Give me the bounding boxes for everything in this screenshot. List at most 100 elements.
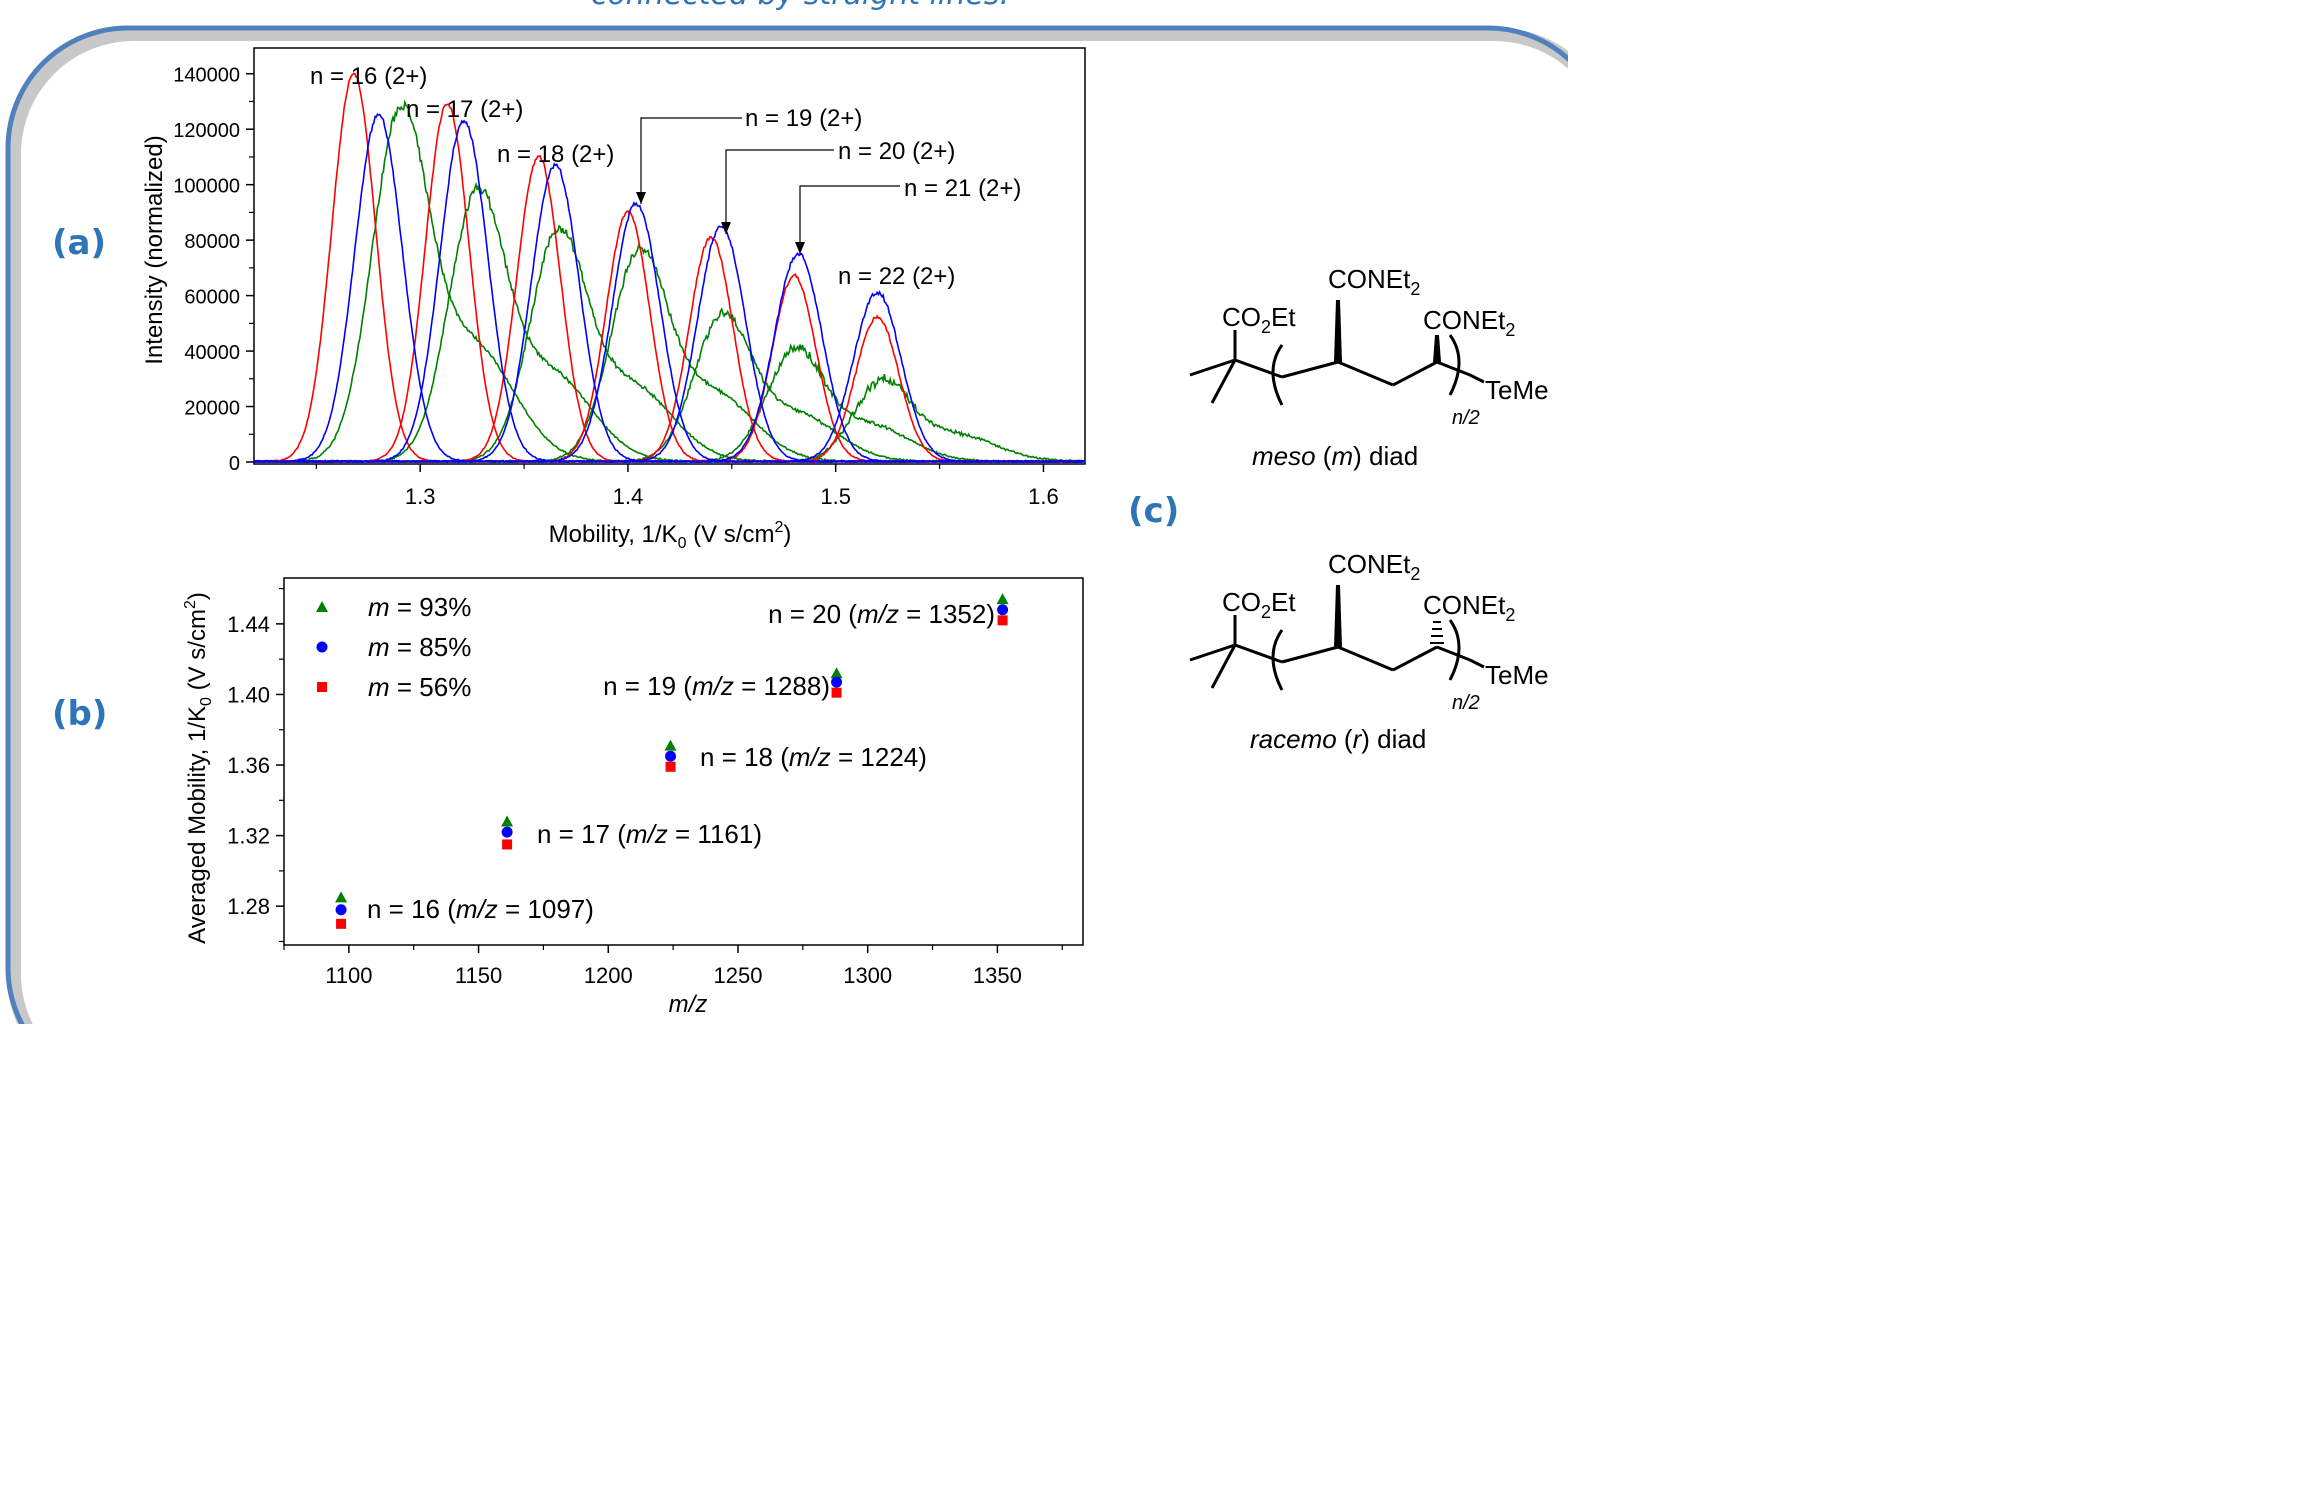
racemo-end-group: TeMe xyxy=(1485,660,1549,690)
chart-a-y-tick-label: 40000 xyxy=(184,342,240,364)
chart-b-x-tick-label: 1200 xyxy=(584,963,633,988)
meso-diad-label: meso (m) diad xyxy=(1252,441,1418,471)
chart-a-y-axis-label: Intensity (normalized) xyxy=(141,135,168,364)
chart-b-point-circle xyxy=(501,826,513,838)
caption-fragment: connected by straight lines. xyxy=(591,0,1009,12)
chart-b-point-square xyxy=(997,615,1008,626)
chart-a-arrow-head xyxy=(721,222,731,234)
chart-b-point-circle xyxy=(997,604,1009,616)
chart-b-legend-marker-square xyxy=(317,682,327,692)
chart-a-trace-blue-n16 xyxy=(253,113,1086,464)
chart-b-x-tick-label: 1300 xyxy=(843,963,892,988)
chart-a-label-arrow xyxy=(725,149,834,234)
chart-b-point-annotation: n = 18 (m/z = 1224) xyxy=(700,742,927,772)
chart-b-x-axis-label: m/z xyxy=(669,991,708,1018)
chart-a-trace-red-n20 xyxy=(253,235,1086,463)
chart-b-y-tick-label: 1.44 xyxy=(227,612,270,637)
racemo-side-left: CO2Et xyxy=(1222,587,1296,622)
chart-a-x-tick-label: 1.6 xyxy=(1028,484,1059,509)
chart-b-point-annotation: n = 17 (m/z = 1161) xyxy=(537,819,762,849)
chart-a-trace-red-n17 xyxy=(253,103,1086,464)
chart-a-y-tick-label: 100000 xyxy=(173,176,240,198)
chart-b-y-axis-label: Averaged Mobility, 1/K0 (V s/cm2) xyxy=(182,592,215,944)
meso-top-group: CONEt2 xyxy=(1328,264,1420,299)
chart-b-points xyxy=(335,593,1009,929)
chart-b-y-tick-label: 1.40 xyxy=(227,682,270,707)
chart-b-point-square xyxy=(336,918,347,929)
chart-b-x-tick-label: 1250 xyxy=(714,963,763,988)
chart-b-point-circle xyxy=(665,750,677,762)
chart-a-peak-label: n = 22 (2+) xyxy=(838,263,955,290)
meso-end-group: TeMe xyxy=(1485,375,1549,405)
chart-b-annotations: n = 16 (m/z = 1097) n = 17 (m/z = 1161) n … xyxy=(367,599,995,924)
chart-b-legend-marker-circle xyxy=(316,641,328,653)
frame-shadow xyxy=(7,27,1568,1024)
chart-a-peak-label: n = 19 (2+) xyxy=(745,105,862,132)
chart-b-legend: m = 93%m = 85%m = 56% xyxy=(316,592,471,702)
chart-a-peak-label: n = 17 (2+) xyxy=(406,96,523,123)
chart-a-arrow-head xyxy=(636,192,646,204)
chart-a-peak-label: n = 21 (2+) xyxy=(904,175,1021,202)
panel-label-a: (a) xyxy=(52,223,106,263)
chart-b-point-triangle xyxy=(335,891,348,903)
chart-a-arrow-head xyxy=(795,242,805,254)
chart-a-trace-red-n16 xyxy=(253,72,1086,464)
racemo-top-group: CONEt2 xyxy=(1328,549,1420,584)
chart-a-x-tick-label: 1.5 xyxy=(820,484,851,509)
meso-side-right: CONEt2 xyxy=(1423,305,1515,340)
chart-b-point-annotation: n = 20 (m/z = 1352) xyxy=(768,599,995,629)
chart-a-peak-label: n = 18 (2+) xyxy=(497,141,614,168)
chart-a-x-tick-label: 1.4 xyxy=(613,484,644,509)
chart-a-trace-green-n19 xyxy=(253,243,1086,464)
chart-b-point-annotation: n = 19 (m/z = 1288) xyxy=(603,671,830,701)
structure-racemo-text: CONEt2 CO2Et CONEt2 TeMe n/2 racemo (r) … xyxy=(1222,549,1549,754)
chart-b-point-square xyxy=(665,761,676,772)
chart-b-point-triangle xyxy=(996,593,1009,605)
chart-a-y-tick-label: 120000 xyxy=(173,120,240,142)
chart-a-y-tick-label: 140000 xyxy=(173,65,240,87)
panel-label-c: (c) xyxy=(1128,491,1179,531)
structure-meso-diad xyxy=(1189,300,1485,406)
chart-b-legend-label: m = 85% xyxy=(368,632,471,662)
structure-meso-text: CONEt2 CO2Et CONEt2 TeMe n/2 meso (m) di… xyxy=(1222,264,1549,471)
chart-b-point-triangle xyxy=(664,739,677,751)
chart-b-legend-label: m = 56% xyxy=(368,672,471,702)
racemo-side-right: CONEt2 xyxy=(1423,590,1515,625)
chart-b-plot-area xyxy=(283,577,1084,946)
chart-b-point-triangle xyxy=(501,815,514,827)
meso-side-left: CO2Et xyxy=(1222,302,1296,337)
chart-b-y-tick-label: 1.36 xyxy=(227,753,270,778)
chart-b-x-tick-label: 1350 xyxy=(973,963,1022,988)
chart-a-trace-blue-n17 xyxy=(253,119,1086,464)
chart-a-label-arrow xyxy=(799,185,900,254)
chart-a-peak-labels: n = 16 (2+) n = 17 (2+) n = 18 (2+) n = 19 … xyxy=(310,63,1021,290)
chart-b-point-triangle xyxy=(830,667,843,679)
chart-b-x-tick-label: 1100 xyxy=(325,963,372,988)
racemo-diad-label: racemo (r) diad xyxy=(1250,724,1426,754)
chart-a-y-tick-label: 80000 xyxy=(184,231,240,253)
structure-racemo-diad xyxy=(1189,585,1485,691)
meso-repeat: n/2 xyxy=(1452,407,1480,429)
chart-a-peak-label: n = 20 (2+) xyxy=(838,138,955,165)
chart-b-legend-marker-triangle xyxy=(316,601,328,612)
chart-a-y-tick-label: 20000 xyxy=(184,398,240,420)
chart-a-plot-area xyxy=(253,47,1086,465)
chart-b-point-square xyxy=(502,839,513,850)
chart-a-x-axis-label: Mobility, 1/K0 (V s/cm2) xyxy=(549,519,792,552)
chart-a-trace-blue-n22 xyxy=(253,289,1086,464)
panel-label-b: (b) xyxy=(52,694,107,734)
frame-border xyxy=(5,25,1568,1024)
chart-b-point-circle xyxy=(335,904,347,916)
racemo-repeat: n/2 xyxy=(1452,692,1480,714)
chart-a-x-tick-label: 1.3 xyxy=(405,484,436,509)
chart-a-label-arrow xyxy=(640,117,742,204)
chart-a-trace-blue-n21 xyxy=(254,251,1086,464)
chart-b-point-circle xyxy=(831,676,843,688)
chart-a-peak-label: n = 16 (2+) xyxy=(310,63,427,90)
chart-a-series-layer xyxy=(253,72,1086,464)
chart-b-point-annotation: n = 16 (m/z = 1097) xyxy=(367,894,594,924)
